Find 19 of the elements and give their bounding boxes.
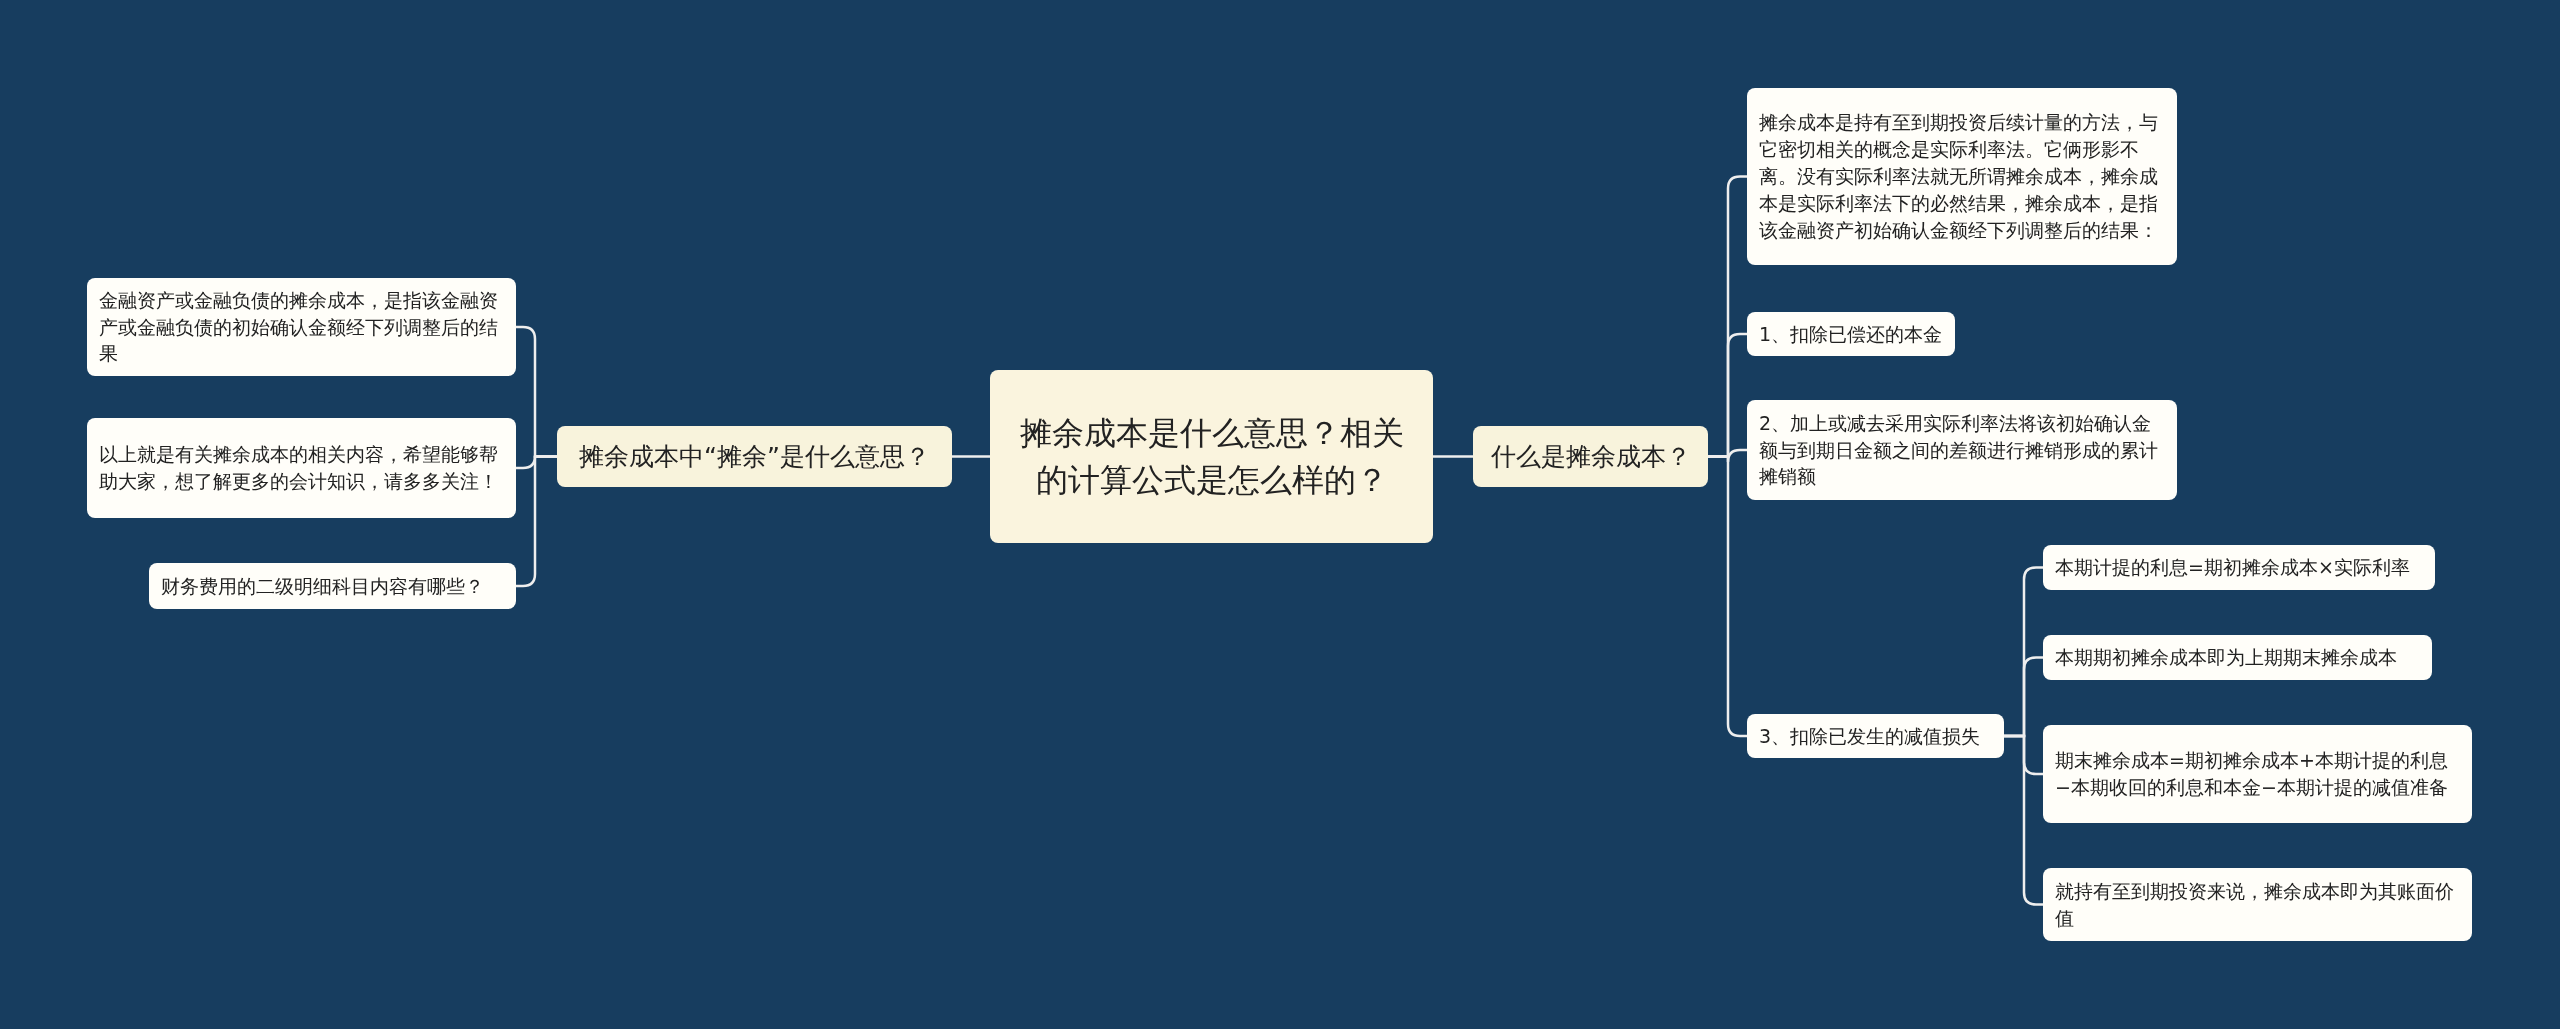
subtopic-box: 以上就是有关摊余成本的相关内容，希望能够帮助大家，想了解更多的会计知识，请多多关注！ bbox=[87, 418, 516, 518]
subtopic-box: 期末摊余成本=期初摊余成本+本期计提的利息−本期收回的利息和本金−本期计提的减值准备 bbox=[2043, 725, 2472, 823]
topic-box: 什么是摊余成本？ bbox=[1473, 426, 1708, 487]
connector-line bbox=[1433, 455, 1473, 458]
subtopic-box: 摊余成本是持有至到期投资后续计量的方法，与它密切相关的概念是实际利率法。它俩形影不离。没有实际利率法就无所谓摊余成本，摊余成本是实际利率法下的必然结果，摊余成本，是指该金融资产初始确认金额经下列调整后的结果： bbox=[1747, 88, 2177, 265]
connector-line bbox=[516, 455, 557, 588]
connector-line bbox=[1708, 455, 1747, 738]
subtopic-box: 本期计提的利息=期初摊余成本×实际利率 bbox=[2043, 545, 2435, 590]
subtopic-box: 本期期初摊余成本即为上期期末摊余成本 bbox=[2043, 635, 2432, 680]
subtopic-box: 财务费用的二级明细科目内容有哪些？ bbox=[149, 563, 516, 609]
subtopic-box: 金融资产或金融负债的摊余成本，是指该金融资产或金融负债的初始确认金额经下列调整后的结果 bbox=[87, 278, 516, 376]
topic-box: 摊余成本中“摊余”是什么意思？ bbox=[557, 426, 952, 487]
connector-line bbox=[2004, 734, 2043, 906]
subtopic-box: 2、加上或减去采用实际利率法将该初始确认金额与到期日金额之间的差额进行摊销形成的累计摊销额 bbox=[1747, 400, 2177, 500]
connector-line bbox=[952, 455, 990, 458]
subtopic-box: 就持有至到期投资来说，摊余成本即为其账面价值 bbox=[2043, 868, 2472, 941]
central-topic-box: 摊余成本是什么意思？相关的计算公式是怎么样的？ bbox=[990, 370, 1433, 543]
subtopic-box: 1、扣除已偿还的本金 bbox=[1747, 312, 1955, 356]
subtopic-box: 3、扣除已发生的减值损失 bbox=[1747, 714, 2004, 758]
